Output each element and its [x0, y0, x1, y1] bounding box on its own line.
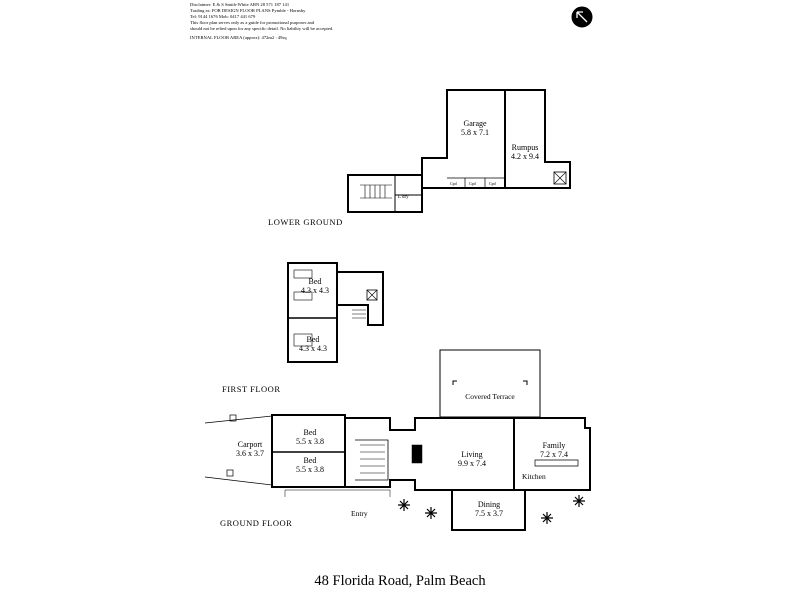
- disclaimer-line: This floor plan serves only as a guide f…: [190, 20, 315, 25]
- cupboard-label: Cpd: [489, 181, 496, 186]
- room-entry: Entry: [351, 509, 368, 518]
- room-laundry: L'dry: [398, 195, 409, 200]
- room-size: 9.9 x 7.4: [458, 459, 486, 468]
- disclaimer-line: Tel: 9144 1676 Mob: 0417 441 679: [190, 14, 256, 19]
- room-name: Garage: [463, 119, 487, 128]
- room-size: 3.6 x 3.7: [236, 449, 264, 458]
- room-dining: Dining 7.5 x 3.7: [469, 500, 509, 518]
- palm-tree-icon: [398, 495, 585, 524]
- room-size: 4.2 x 9.4: [511, 152, 539, 161]
- room-living: Living 9.9 x 7.4: [452, 450, 492, 468]
- floor-label-ground-floor: GROUND FLOOR: [220, 518, 293, 528]
- room-bed: Bed 5.5 x 3.8: [292, 456, 328, 474]
- room-size: 7.2 x 7.4: [540, 450, 568, 459]
- room-name: Bed: [303, 428, 317, 437]
- room-name: Bed: [303, 456, 317, 465]
- ground-floor-plan: [204, 349, 591, 531]
- room-bed: Bed 4.3 x 4.3: [294, 277, 336, 295]
- room-kitchen: Kitchen: [522, 472, 546, 481]
- room-size: 5.5 x 3.8: [296, 437, 324, 446]
- room-carport: Carport 3.6 x 3.7: [230, 440, 270, 458]
- disclaimer-line: Trading as: FOR DESIGN FLOOR PLANS Pymbl…: [190, 8, 306, 13]
- room-size: 7.5 x 3.7: [475, 509, 503, 518]
- room-name: Bed: [306, 335, 320, 344]
- property-address: 48 Florida Road, Palm Beach: [314, 573, 486, 589]
- room-family: Family 7.2 x 7.4: [534, 441, 574, 459]
- disclaimer-line: Disclaimer: E & S Smith-White ABN 28 571…: [190, 2, 290, 7]
- north-arrow-icon: [571, 6, 593, 28]
- first-floor-plan: [287, 262, 384, 363]
- disclaimer-line: should not be relied upon for any specif…: [190, 26, 334, 31]
- floor-label-first-floor: FIRST FLOOR: [222, 384, 281, 394]
- room-garage: Garage 5.8 x 7.1: [455, 119, 495, 137]
- room-rumpus: Rumpus 4.2 x 9.4: [505, 143, 545, 161]
- room-size: 5.5 x 3.8: [296, 465, 324, 474]
- room-name: Dining: [477, 500, 501, 509]
- room-bed: Bed 4.3 x 4.3: [292, 335, 334, 353]
- room-name: Bed: [308, 277, 322, 286]
- room-name: Carport: [237, 440, 263, 449]
- floor-label-lower-ground: LOWER GROUND: [268, 217, 343, 227]
- room-size: 4.3 x 4.3: [301, 286, 329, 295]
- room-size: 5.8 x 7.1: [461, 128, 489, 137]
- disclaimer: Disclaimer: E & S Smith-White ABN 28 571…: [190, 2, 333, 41]
- room-size: 4.3 x 4.3: [299, 344, 327, 353]
- cupboard-label: Cpd: [450, 181, 457, 186]
- room-bed: Bed 5.5 x 3.8: [292, 428, 328, 446]
- floor-area: INTERNAL FLOOR AREA (approx): 472m2 : 49…: [190, 35, 287, 40]
- room-name: Living: [461, 450, 483, 459]
- lower-ground-plan: [347, 89, 571, 213]
- room-name: Family: [542, 441, 566, 450]
- room-name: Rumpus: [511, 143, 539, 152]
- cupboard-label: Cpd: [469, 181, 476, 186]
- room-covered-terrace: Covered Terrace: [465, 392, 515, 401]
